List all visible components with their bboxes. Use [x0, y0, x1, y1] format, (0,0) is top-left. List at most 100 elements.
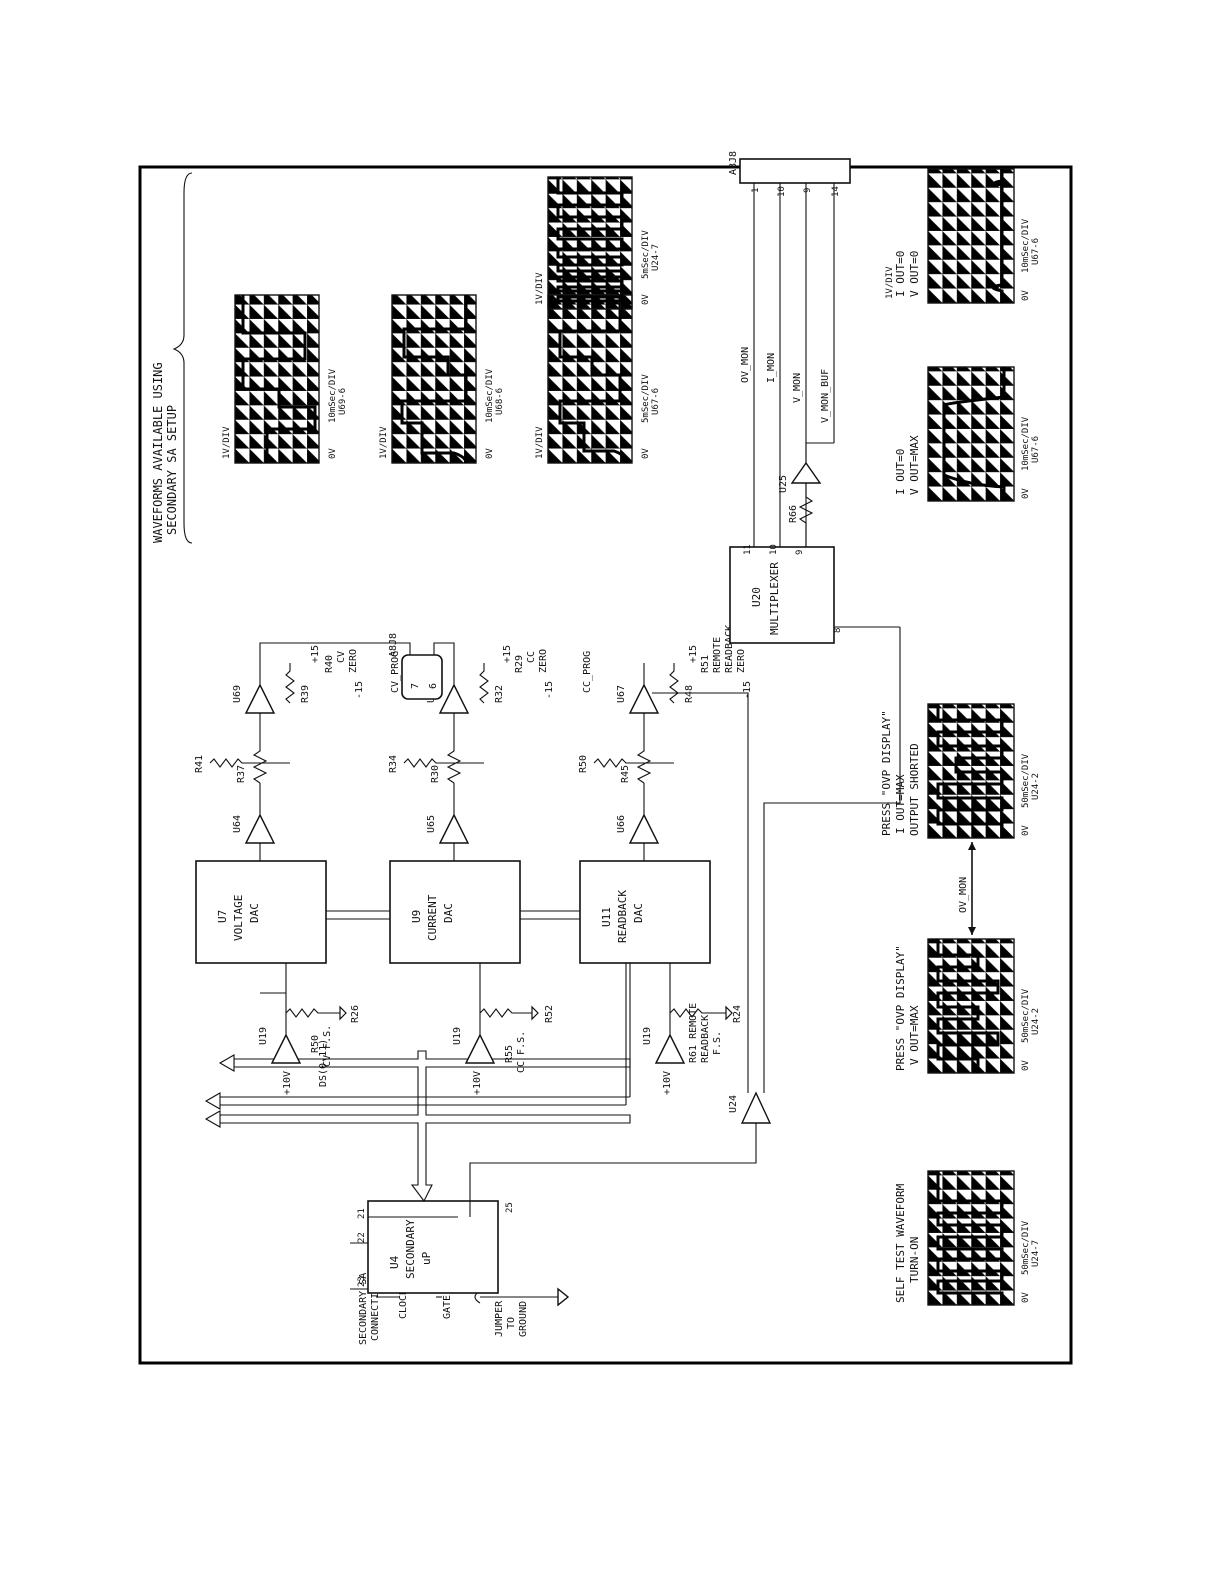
block-u20-line: U20	[750, 587, 763, 607]
block-u4-line: uP	[420, 1251, 433, 1265]
scope-volts-div: 1V/DIV	[535, 272, 545, 305]
r29-label: CC	[526, 651, 537, 663]
r50-resistor-icon	[593, 758, 674, 768]
vmonbuf-label: V_MON_BUF	[820, 369, 831, 423]
block-u20-line: MULTIPLEXER	[768, 562, 781, 635]
a8j8-label: A8J8	[388, 633, 399, 657]
plus10v-label: +10V	[282, 1071, 293, 1095]
scope-u67-6: 1V/DIV 0V 5mSec/DIV U67-6	[535, 294, 661, 464]
scope-u68-6: 1V/DIV 0V 10mSec/DIV U68-6	[379, 294, 505, 464]
scope-output-shorted: OUTPUT SHORTED I OUT=MAX PRESS "OVP DISP…	[880, 703, 1041, 839]
scope-caption: V OUT=MAX	[908, 435, 921, 495]
u24-label: U24	[728, 1095, 739, 1113]
scope-time: 50mSec/DIV	[1021, 753, 1031, 808]
jumper-label: TO	[506, 1317, 517, 1329]
plus15-label: +15	[310, 645, 321, 663]
scope-caption: OUTPUT SHORTED	[908, 743, 921, 836]
ovmon-label: OV_MON	[740, 347, 751, 383]
minus15-label: -15	[544, 681, 555, 699]
u68-opamp-icon	[438, 683, 470, 714]
scope-turn-on: TURN-ON SELF TEST WAVEFORM 0V 50mSec/DIV…	[894, 1170, 1041, 1306]
r45-label: R45	[620, 765, 631, 783]
scope-time: 5mSec/DIV	[641, 230, 651, 279]
u25-buffer-icon	[790, 461, 822, 484]
u24-opamp-icon	[740, 1091, 772, 1124]
ovmon-link-label: OV_MON	[958, 877, 969, 913]
block-u7-line: VOLTAGE	[232, 895, 245, 941]
block-u9-line: DAC	[442, 903, 455, 923]
scope-time: 50mSec/DIV	[1021, 1220, 1031, 1275]
scope-caption: I OUT=MAX	[894, 774, 907, 834]
pin-label: 10	[769, 544, 779, 555]
scope-time: 50mSec/DIV	[1021, 988, 1031, 1043]
rotated-schematic: WAVEFORMS AVAILABLE USING SECONDARY SA S…	[151, 151, 1041, 1345]
output-chains: U64 R37 R41 U69 R39 R40 CV ZERO +15 -15 …	[194, 625, 753, 861]
scope-time: 10mSec/DIV	[485, 368, 495, 423]
u69-opamp-icon	[244, 683, 276, 714]
pin-label: 7	[410, 683, 421, 689]
minus15-label: -15	[354, 681, 365, 699]
u64-label: U64	[232, 815, 243, 833]
scope-caption: V OUT=0	[908, 251, 921, 297]
jumper-label: GROUND	[518, 1301, 529, 1337]
scope-pin: U69-6	[338, 388, 348, 415]
pin-label: 9	[795, 550, 805, 555]
scope-pin: U24-2	[1031, 1008, 1041, 1035]
connections-title: SECONDARY SA	[358, 1273, 369, 1345]
r41-label: R41	[194, 755, 205, 773]
plus10v-label: +10V	[662, 1071, 673, 1095]
r61-label: R61 REMOTE	[688, 1003, 699, 1063]
u25-label: U25	[778, 475, 789, 493]
r34-label: R34	[388, 755, 399, 773]
scope-zero: 0V	[485, 448, 495, 459]
scope-pin: U24-2	[1031, 773, 1041, 800]
r26-resistor-icon	[285, 1008, 340, 1018]
pin-label: 23	[357, 1276, 367, 1287]
header-brace	[172, 172, 193, 544]
clock-label: CLOCK	[398, 1289, 409, 1319]
r48-resistor-icon	[669, 663, 679, 704]
scope-pin: U68-6	[495, 388, 505, 415]
u19-opamp-icon	[464, 1033, 496, 1064]
block-u11: U11 READBACK DAC	[579, 860, 711, 964]
r26-label: R26	[350, 1005, 361, 1023]
r30-label: R30	[430, 765, 441, 783]
scope-time: 10mSec/DIV	[1021, 218, 1031, 273]
r40-label: ZERO	[348, 649, 359, 673]
scope-caption: I OUT=0	[894, 251, 907, 297]
r39-resistor-icon	[285, 663, 295, 704]
r61-label: READBACK	[700, 1015, 711, 1063]
scope-caption: TURN-ON	[908, 1237, 921, 1283]
r37-resistor-icon	[252, 713, 268, 784]
header-line1: WAVEFORMS AVAILABLE USING	[151, 362, 165, 543]
r66-label: R66	[788, 505, 799, 523]
scope-u24-7-top: 0V 5mSec/DIV U24-7 1V/DIV	[535, 176, 661, 310]
scope-zero: 0V	[328, 448, 338, 459]
u19-opamp-icon	[270, 1033, 302, 1064]
r61-label: F.S.	[712, 1031, 723, 1055]
scope-pin: U67-6	[1031, 436, 1041, 463]
r51-label: ZERO	[736, 649, 747, 673]
pin-label: 8	[833, 628, 843, 633]
r40-label: R40	[324, 655, 335, 673]
header-line2: SECONDARY SA SETUP	[165, 405, 179, 535]
scope-volts-div: 1V/DIV	[885, 266, 895, 299]
scope-pin: U67-6	[1031, 238, 1041, 265]
block-u7: U7 VOLTAGE DAC	[195, 860, 327, 964]
block-u9-line: CURRENT	[426, 894, 439, 941]
block-u4-line: U4	[388, 1255, 401, 1269]
u19-label: U19	[452, 1027, 463, 1045]
u67-opamp-icon	[628, 683, 660, 714]
r50-chain-label: R50	[578, 755, 589, 773]
block-u9-line: U9	[410, 910, 423, 923]
scope-voutmax-ovp: V OUT=MAX PRESS "OVP DISPLAY" 0V 50mSec/…	[894, 938, 1041, 1074]
u19-label: U19	[258, 1027, 269, 1045]
scope-time: 10mSec/DIV	[328, 368, 338, 423]
r34-resistor-icon	[403, 758, 484, 768]
page-border	[138, 165, 1073, 1365]
u19-label: U19	[642, 1027, 653, 1045]
r55-label: R55	[504, 1045, 515, 1063]
pin-label: 10	[777, 186, 787, 197]
r52-resistor-icon	[479, 1008, 532, 1018]
r51-label: R51	[700, 655, 711, 673]
